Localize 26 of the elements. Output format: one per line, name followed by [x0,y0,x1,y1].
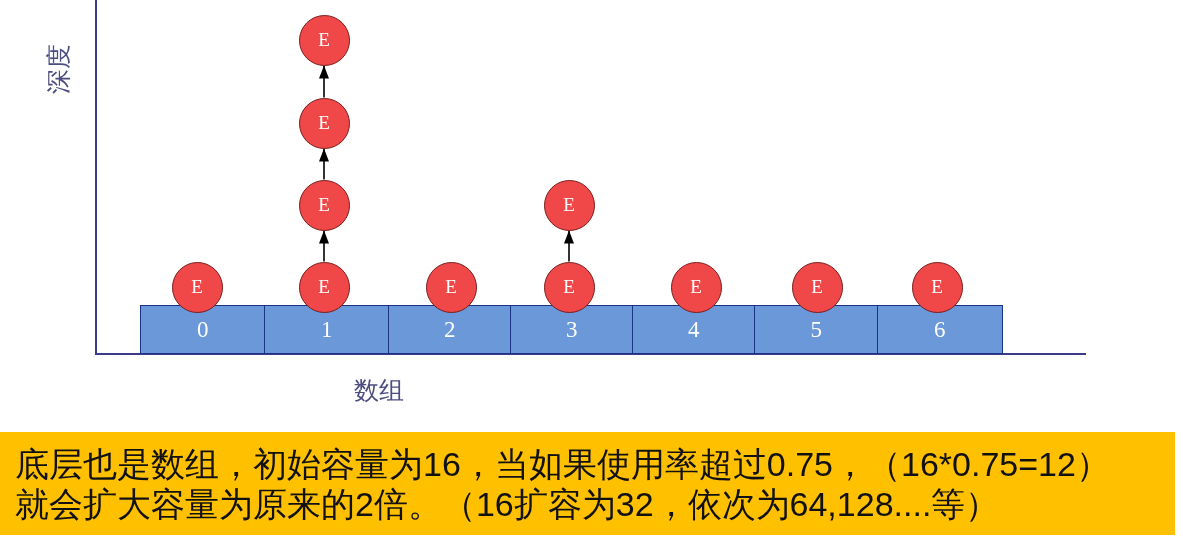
circle-node: E [298,179,350,231]
circle-node: E [911,261,963,313]
arrow [564,229,574,263]
circle-node: E [543,261,595,313]
circle-node: E [298,97,350,149]
array-cell: 2 [388,305,512,354]
array-cell: 0 [140,305,266,354]
axis-label: 深度 [43,43,73,93]
circle-node: E [543,179,595,231]
circle-node: E [298,14,350,66]
circle-node: E [298,261,350,313]
note-band [0,432,1175,535]
circle-node: E [171,261,223,313]
circle-node: E [791,261,843,313]
array-cell: 3 [510,305,634,354]
circle-node: E [425,261,477,313]
array-cell: 6 [877,305,1003,354]
axis-label: 数组 [354,375,404,406]
arrow [319,64,329,99]
array-cell: 5 [754,305,879,354]
arrow [319,229,329,263]
array-cell: 1 [264,305,390,354]
array-cell: 4 [632,305,756,354]
circle-node: E [670,261,722,313]
arrow [319,147,329,181]
note-text: 底层也是数组，初始容量为16，当如果使用率超过0.75，（16*0.75=12）就会扩大容量为原来的2倍。（16扩容为32，依次为64,128....等） [15,444,1111,524]
